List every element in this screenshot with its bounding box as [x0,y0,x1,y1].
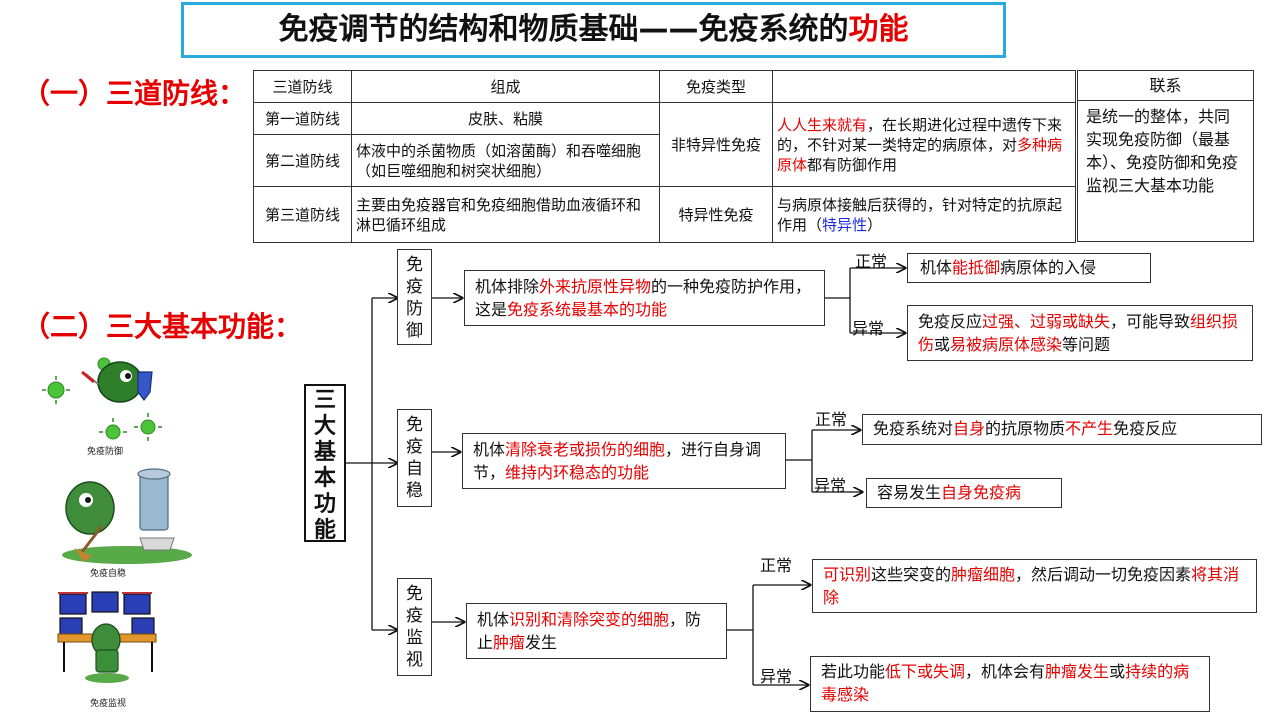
text-highlight: 识别和清除突变的细胞 [509,610,670,629]
table-cell: 主要由免疫器官和免疫细胞借助血液循环和淋巴循环组成 [351,186,660,243]
table-cell: 皮肤、粘膜 [351,102,660,135]
text-span: 机体 [473,440,506,459]
text-highlight: 人人生来就有 [777,115,868,134]
table-cell: 第二道防线 [253,134,352,187]
table-cell-immune-type: 特异性免疫 [659,186,773,243]
table-header-row: 三道防线 组成 免疫类型 [253,70,1076,103]
relationship-header: 联系 [1078,71,1253,101]
normal-label: 正常 [760,556,793,575]
text-span: 的一种免疫防护作用，这是 [475,277,812,319]
text-span: 等问题 [1062,335,1111,354]
abnormal-label: 异常 [852,319,885,338]
text-span: 机体排除 [475,277,540,296]
normal-label: 正常 [855,252,888,271]
text-span: ，在长期进化过程中遗传下来的，不针对某一类特定的病原体，对 [777,115,1063,154]
text-highlight: 维持内环稳态的功能 [505,463,650,482]
text-span: ，机体会有 [965,662,1046,681]
text-span: 都有防御作用 [807,155,898,174]
table-header: 三道防线 [253,70,352,103]
illustration-caption: 免疫自稳 [89,569,126,579]
outcome-abnormal-box: 容易发生自身免疫病 [866,478,1062,508]
illustration-caption: 免疫监视 [89,699,126,709]
text-span: 容易发生 [877,483,942,502]
table-header [772,70,1076,103]
outcome-normal-box: 机体能抵御病原体的入侵 [907,253,1151,283]
text-span: 或 [934,335,951,354]
text-span: 机体 [920,258,953,277]
text-highlight: 特异性 [822,215,868,234]
table-row: 第二道防线 体液中的杀菌物质（如溶菌酶）和吞噬细胞（如巨噬细胞和树突状细胞） [253,134,1076,187]
text-span: 发生 [525,633,558,652]
text-span: 这些突变的 [871,565,952,584]
relationship-body: 是统一的整体，共同实现免疫防御（最基本）、免疫防御和免疫监视三大基本功能 [1086,107,1239,195]
text-span: ，可能导致 [1110,312,1191,331]
text-span: ） [867,215,883,234]
text-span: 免疫系统对 [873,419,954,438]
text-highlight: 肿瘤发生 [1045,662,1110,681]
text-highlight: 将其消除 [823,565,1240,607]
normal-label: 正常 [815,410,848,429]
text-highlight: 自身免疫病 [941,483,1022,502]
function-name-box-defense: 免疫防御 [397,249,432,345]
table-cell: 第一道防线 [253,102,352,135]
text-span: 免疫反应 [918,312,983,331]
text-highlight: 免疫系统最基本的功能 [507,300,668,319]
text-highlight: 肿瘤细胞 [951,565,1016,584]
three-functions-box: 三大基本功能 [304,384,346,543]
relationship-box: 联系 是统一的整体，共同实现免疫防御（最基本）、免疫防御和免疫监视三大基本功能 [1077,70,1254,242]
abnormal-label: 异常 [760,667,793,686]
text-span: 病原体的入侵 [1000,258,1097,277]
text-span: ，防止 [477,610,702,652]
function-desc-box-homeostasis: 机体清除衰老或损伤的细胞，进行自身调节，维持内环稳态的功能 [462,433,786,489]
table-row: 第一道防线 皮肤、粘膜 非特异性免疫 人人生来就有，在长期进化过程中遗传下来的，… [253,102,1076,187]
text-highlight: 肿瘤 [493,633,526,652]
text-span: 与病原体接触后获得的，针对特定的抗原起作用（ [777,195,1063,234]
text-span: ，进行自身调节， [473,440,762,482]
text-span: 机体 [477,610,510,629]
abnormal-label: 异常 [814,476,847,495]
text-span: 若此功能 [821,662,886,681]
text-highlight: 组织损伤 [918,312,1239,354]
table-cell-description: 人人生来就有，在长期进化过程中遗传下来的，不针对某一类特定的病原体，对多种病原体… [772,102,1076,187]
table-cell: 体液中的杀菌物质（如溶菌酶）和吞噬细胞（如巨噬细胞和树突状细胞） [351,134,660,187]
title-highlight: 功能 [848,12,909,47]
text-highlight: 多种病原体 [777,135,1063,174]
page-title: 免疫调节的结构和物质基础——免疫系统的功能 [181,2,1006,58]
function-desc-box-surveillance: 机体识别和清除突变的细胞，防止肿瘤发生 [466,603,727,659]
macrophage-shield-virus-icon [42,357,162,441]
outcome-normal-box: 免疫系统对自身的抗原物质不产生免疫反应 [862,414,1262,445]
function-name-box-homeostasis: 免疫自稳 [397,409,432,507]
text-highlight: 过强、过弱或缺失 [982,312,1111,331]
text-span: ，然后调动一切免疫因素 [1015,565,1192,584]
text-highlight: 不产生 [1065,419,1114,438]
macrophage-broom-trash-icon [62,468,192,564]
table-cell: 第三道防线 [253,186,352,243]
table-cell-description: 与病原体接触后获得的，针对特定的抗原起作用（特异性） [772,186,1076,243]
outcome-abnormal-box: 免疫反应过强、过弱或缺失，可能导致组织损伤或易被病原体感染等问题 [907,305,1253,361]
defense-lines-table: 三道防线 组成 免疫类型 第一道防线 皮肤、粘膜 非特异性免疫 人人生来就有，在… [253,70,1076,243]
function-name-box-surveillance: 免疫监视 [397,578,432,676]
text-span: 的抗原物质 [985,419,1066,438]
table-row: 第三道防线 主要由免疫器官和免疫细胞借助血液循环和淋巴循环组成 特异性免疫 与病… [253,186,1076,243]
text-highlight: 可识别 [823,565,872,584]
section-heading-defense-lines: （一）三道防线： [22,77,247,110]
text-highlight: 外来抗原性异物 [539,277,652,296]
text-span: 或 [1109,662,1126,681]
text-span: 免疫反应 [1113,419,1178,438]
text-highlight: 能抵御 [952,258,1001,277]
text-highlight: 自身 [953,419,986,438]
macrophage-monitors-icon [57,591,157,683]
text-highlight: 易被病原体感染 [950,335,1063,354]
outcome-normal-box: 可识别这些突变的肿瘤细胞，然后调动一切免疫因素将其消除 [812,559,1257,613]
text-highlight: 持续的病毒感染 [821,662,1190,704]
title-text: 免疫调节的结构和物质基础——免疫系统的 [278,12,849,47]
text-highlight: 清除衰老或损伤的细胞 [505,440,666,459]
table-cell-immune-type: 非特异性免疫 [659,102,773,187]
text-highlight: 低下或失调 [885,662,966,681]
outcome-abnormal-box: 若此功能低下或失调，机体会有肿瘤发生或持续的病毒感染 [810,656,1210,712]
illustration-caption: 免疫防御 [86,447,123,457]
section-heading-basic-functions: （二）三大基本功能： [22,310,303,343]
function-desc-box-defense: 机体排除外来抗原性异物的一种免疫防护作用，这是免疫系统最基本的功能 [464,270,825,326]
